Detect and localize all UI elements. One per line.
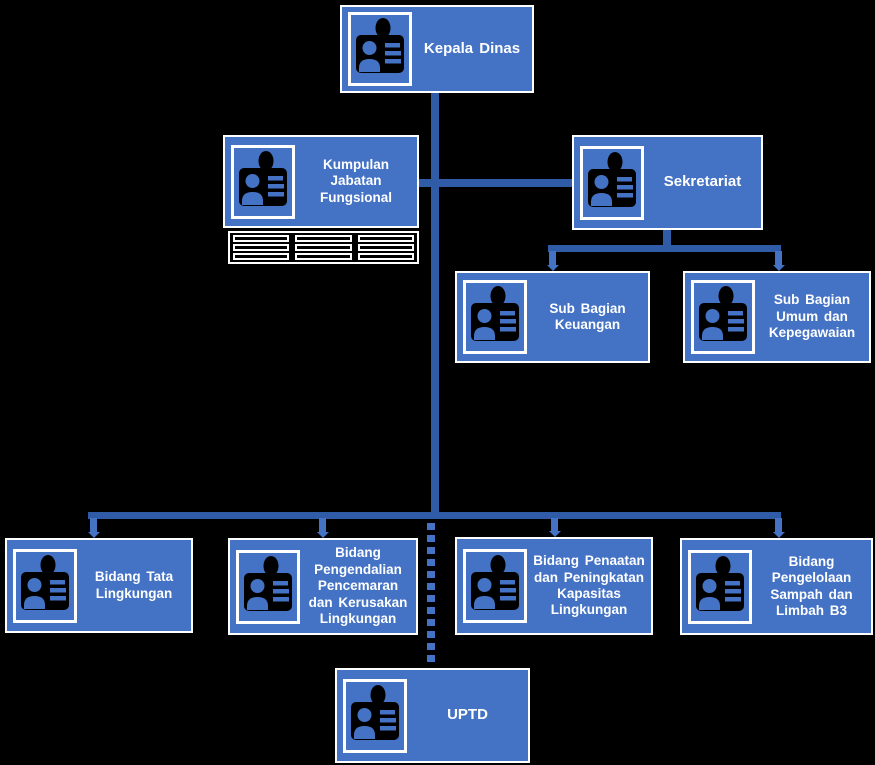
rack-grid-column bbox=[233, 235, 290, 260]
id-badge-icon bbox=[463, 549, 527, 623]
org-node-label: Bidang Pengelolaan Sampah dan Limbah B3 bbox=[770, 553, 853, 618]
connector-bottom-horizontal bbox=[88, 512, 781, 519]
org-node-label: Kumpulan Jabatan Fungsional bbox=[320, 156, 392, 205]
org-node-label: Sub Bagian Umum dan Kepegawaian bbox=[768, 292, 856, 341]
rack-grid-bar bbox=[357, 244, 414, 251]
arrow-sub-keuangan bbox=[547, 265, 559, 271]
id-badge-icon bbox=[688, 549, 752, 624]
org-node-kumpulan-jabatan-fungsional: Kumpulan Jabatan Fungsional bbox=[223, 135, 419, 228]
rack-grid-bar bbox=[357, 235, 414, 242]
org-node-label: Sekretariat bbox=[663, 173, 742, 191]
rack-grid-bar bbox=[295, 244, 352, 251]
connector-drop-bidang-pengelolaan bbox=[775, 518, 782, 533]
org-node-label: Bidang Pengendalian Pencemaran dan Kerus… bbox=[308, 545, 408, 627]
org-node-bidang-pengendalian: Bidang Pengendalian Pencemaran dan Kerus… bbox=[228, 538, 418, 635]
id-badge-icon bbox=[463, 280, 527, 354]
connector-trunk-vertical bbox=[431, 93, 439, 518]
org-node-label: Sub Bagian Keuangan bbox=[549, 300, 626, 332]
connector-level2-horizontal bbox=[417, 179, 574, 187]
id-badge-icon bbox=[580, 145, 644, 220]
id-badge-icon bbox=[236, 549, 300, 624]
connector-drop-bidang-penaatan bbox=[551, 518, 558, 532]
connector-sub-horizontal bbox=[548, 245, 781, 252]
id-badge-icon bbox=[348, 12, 412, 86]
id-badge-icon bbox=[231, 144, 295, 219]
id-badge-icon bbox=[13, 548, 77, 623]
rack-grid-bar bbox=[233, 235, 290, 242]
org-node-label: Kepala Dinas bbox=[423, 39, 521, 57]
connector-sub-drop-left bbox=[549, 251, 556, 266]
org-node-sub-bagian-umum: Sub Bagian Umum dan Kepegawaian bbox=[683, 271, 871, 363]
rack-grid-column bbox=[295, 235, 352, 260]
org-node-bidang-penaatan: Bidang Penaatan dan Peningkatan Kapasita… bbox=[455, 537, 653, 635]
org-node-sekretariat: Sekretariat bbox=[572, 135, 763, 230]
org-node-bidang-tata-lingkungan: Bidang Tata Lingkungan bbox=[5, 538, 193, 633]
arrow-sub-umum bbox=[773, 265, 785, 271]
connector-sekretariat-stub bbox=[663, 229, 671, 251]
arrow-bidang-pengelolaan bbox=[773, 532, 785, 538]
rack-grid-column bbox=[357, 235, 414, 260]
arrow-bidang-penaatan bbox=[549, 531, 561, 537]
arrow-bidang-tata bbox=[88, 532, 100, 538]
org-node-kepala-dinas: Kepala Dinas bbox=[340, 5, 534, 93]
rack-grid-bar bbox=[295, 253, 352, 260]
arrow-bidang-pengendalian bbox=[317, 532, 329, 538]
rack-grid-bar bbox=[233, 253, 290, 260]
id-badge-icon bbox=[691, 280, 755, 354]
connector-drop-bidang-tata bbox=[90, 518, 97, 533]
rack-grid-bar bbox=[295, 235, 352, 242]
org-node-sub-bagian-keuangan: Sub Bagian Keuangan bbox=[455, 271, 650, 363]
connector-dashed-uptd bbox=[427, 523, 435, 666]
org-node-label: Bidang Penaatan dan Peningkatan Kapasita… bbox=[533, 553, 645, 618]
org-node-bidang-pengelolaan: Bidang Pengelolaan Sampah dan Limbah B3 bbox=[680, 538, 873, 635]
rack-grid-frame bbox=[228, 231, 419, 264]
rack-grid-icon bbox=[225, 228, 422, 267]
org-node-label: UPTD bbox=[447, 706, 488, 724]
connector-sub-drop-right bbox=[775, 251, 782, 266]
rack-grid-bar bbox=[357, 253, 414, 260]
org-node-label: Bidang Tata Lingkungan bbox=[94, 569, 174, 601]
rack-grid-bar bbox=[233, 244, 290, 251]
connector-drop-bidang-pengendalian bbox=[319, 518, 326, 533]
id-badge-icon bbox=[343, 678, 407, 753]
org-node-uptd: UPTD bbox=[335, 668, 530, 763]
